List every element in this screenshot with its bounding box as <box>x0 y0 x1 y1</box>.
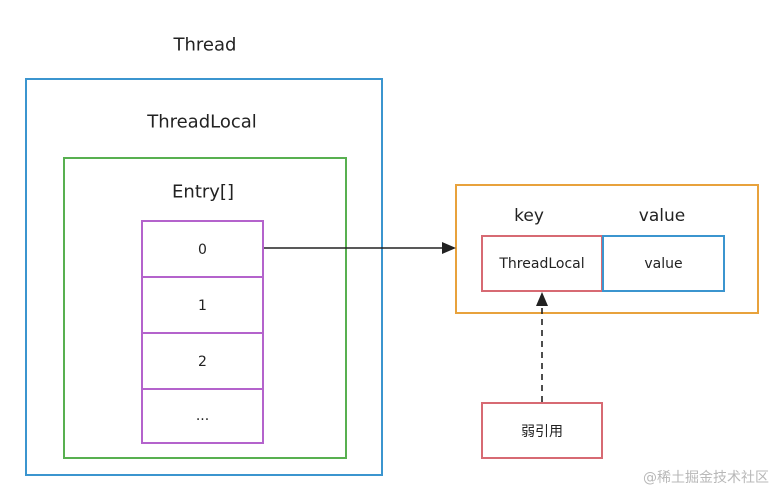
entry-array: 0 1 2 ... <box>141 220 264 444</box>
entry-to-map-arrow-head <box>442 242 456 254</box>
entry-cell-1: 1 <box>143 276 262 334</box>
entry-cell-0: 0 <box>198 242 207 258</box>
weak-reference-box: 弱引用 <box>481 402 603 459</box>
weak-reference-arrow-head <box>536 292 548 306</box>
entry-cell-ellipsis: ... <box>143 388 262 442</box>
key-header: key <box>514 206 544 226</box>
thread-box <box>25 78 383 476</box>
entry-array-label: Entry[] <box>172 181 234 203</box>
entry-map-box <box>455 184 759 314</box>
threadlocal-label: ThreadLocal <box>147 111 257 133</box>
thread-label: Thread <box>173 34 237 56</box>
threadlocal-box <box>63 157 347 459</box>
value-header: value <box>638 206 686 226</box>
watermark: @稀土掘金技术社区 <box>643 470 769 486</box>
value-cell: value <box>602 235 725 292</box>
entry-cell-2: 2 <box>143 332 262 390</box>
